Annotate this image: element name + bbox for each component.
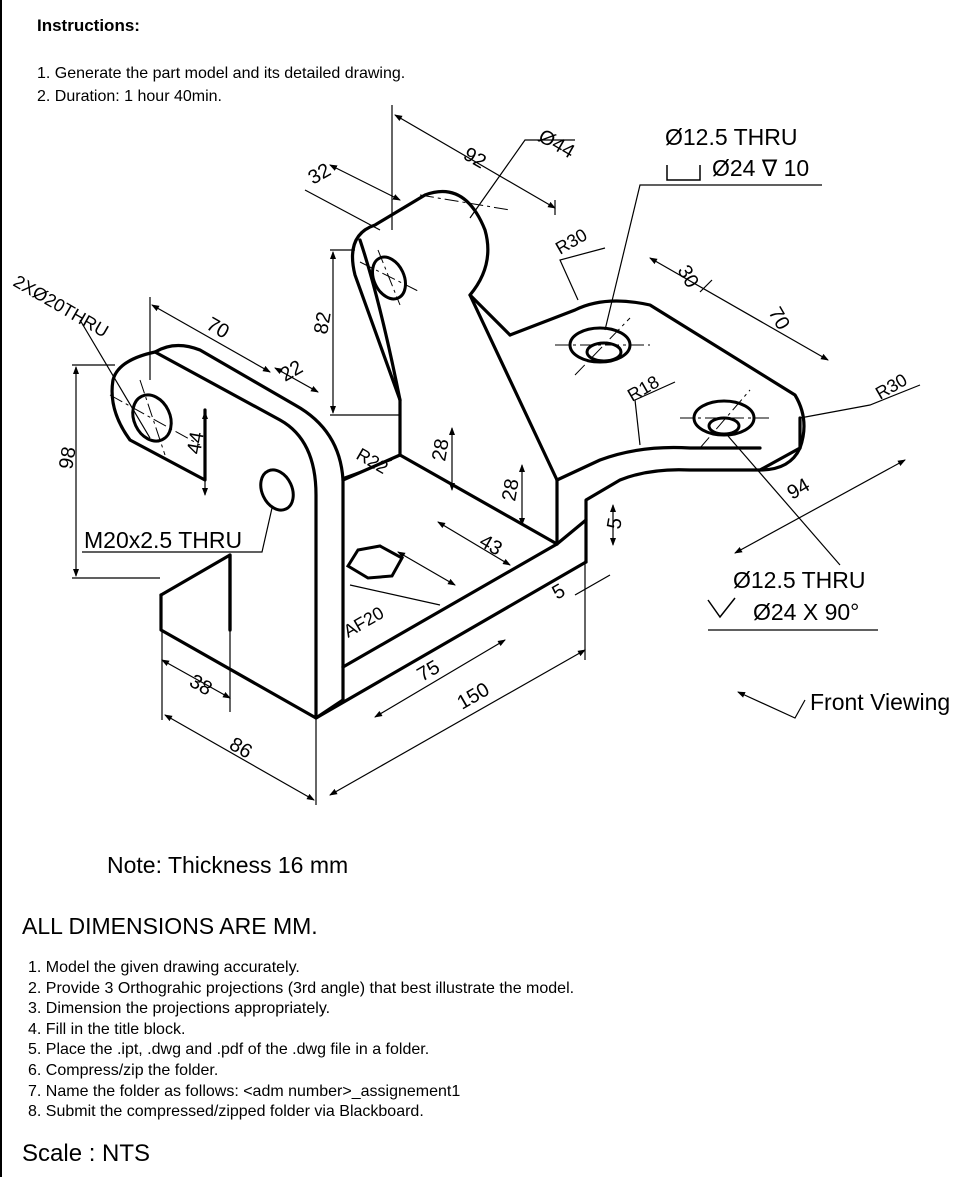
dim-af20: AF20 [340, 603, 387, 642]
dim-70-left: 70 [203, 313, 233, 343]
dim-92: 92 [460, 143, 490, 173]
right-lug-top-edge [468, 293, 512, 337]
instruction-item: 1. Generate the part model and its detai… [37, 65, 406, 82]
base-plate-right [555, 518, 588, 564]
countersink-icon [707, 597, 736, 619]
step-item: 4. Fill in the title block. [28, 1020, 186, 1038]
dim-28-a: 28 [428, 437, 454, 463]
dim-28-b: 28 [498, 477, 524, 503]
dim-r18: R18 [624, 372, 663, 406]
instruction-item: 2. Duration: 1 hour 40min. [37, 88, 222, 105]
counterbore-icon [666, 165, 701, 181]
dim-32: 32 [305, 159, 335, 189]
instructions-list: 1. Generate the part model and its detai… [37, 62, 405, 108]
dimension-lines [72, 105, 921, 805]
step-item: 2. Provide 3 Orthograhic projections (3r… [28, 979, 575, 997]
hole-left-top [131, 393, 173, 443]
bottom-hole-callout-1: Ø12.5 THRU [733, 567, 866, 593]
right-lug-thickness [758, 416, 802, 472]
dim-82: 82 [310, 310, 336, 336]
right-lug [508, 299, 806, 522]
instructions-title: Instructions: [37, 16, 140, 35]
front-viewing-label: Front Viewing [810, 689, 951, 715]
bottom-hole-callout-2: Ø24 X 90° [753, 599, 860, 625]
step-item: 3. Dimension the projections appropriate… [28, 1000, 331, 1018]
dim-r30-right: R30 [872, 370, 911, 404]
dim-98: 98 [55, 445, 81, 471]
thickness-note: Note: Thickness 16 mm [107, 852, 349, 878]
left-plate-front [110, 350, 318, 720]
dim-150: 150 [454, 679, 494, 715]
step-item: 8. Submit the compressed/zipped folder v… [28, 1103, 424, 1121]
hole-left-thread [259, 468, 295, 512]
dim-94: 94 [784, 474, 814, 504]
units-heading: ALL DIMENSIONS ARE MM. [22, 913, 318, 939]
hole-rib-boss [371, 255, 407, 301]
dim-38: 38 [186, 670, 216, 700]
dim-5-b: 5 [549, 580, 570, 605]
top-hole-callout-1: Ø12.5 THRU [665, 124, 798, 150]
hole-lug-1 [585, 341, 623, 363]
dim-44-left: 44 [183, 430, 209, 456]
dim-86: 86 [226, 733, 256, 763]
step-item: 6. Compress/zip the folder. [28, 1061, 219, 1079]
dim-30: 30 [673, 262, 703, 292]
base-plate-front-top [314, 560, 588, 720]
steps-list: 1. Model the given drawing accurately. 2… [28, 958, 574, 1123]
dimension-texts: 92 Ø44 32 R30 30 70 2XØ20THRU 70 82 22 R… [10, 125, 911, 763]
rib-right-edge [358, 238, 402, 402]
step-item: 1. Model the given drawing accurately. [28, 959, 300, 976]
left-plate-face [159, 553, 232, 632]
dim-22: 22 [277, 356, 307, 386]
right-lug-front [555, 445, 762, 482]
scale-label: Scale : NTS [22, 1140, 151, 1167]
thread-callout: M20x2.5 THRU [84, 527, 243, 553]
dim-43: 43 [476, 530, 506, 560]
step-item: 5. Place the .ipt, .dwg and .pdf of the … [28, 1041, 430, 1059]
holes [131, 255, 756, 580]
top-hole-callout-2: Ø24 ∇ 10 [712, 155, 810, 181]
rib-outline [350, 190, 559, 482]
base-corner [314, 698, 345, 720]
hex-pocket [345, 544, 405, 580]
dim-2x20: 2XØ20THRU [10, 271, 112, 341]
dim-5-a: 5 [603, 516, 627, 531]
dim-44: Ø44 [535, 125, 579, 163]
dim-70-right: 70 [764, 304, 794, 334]
part-outline [110, 190, 806, 720]
left-border [0, 0, 2, 1177]
step-item: 7. Name the folder as follows: <adm numb… [28, 1082, 461, 1100]
isometric-drawing: 92 Ø44 32 R30 30 70 2XØ20THRU 70 82 22 R… [10, 105, 921, 805]
